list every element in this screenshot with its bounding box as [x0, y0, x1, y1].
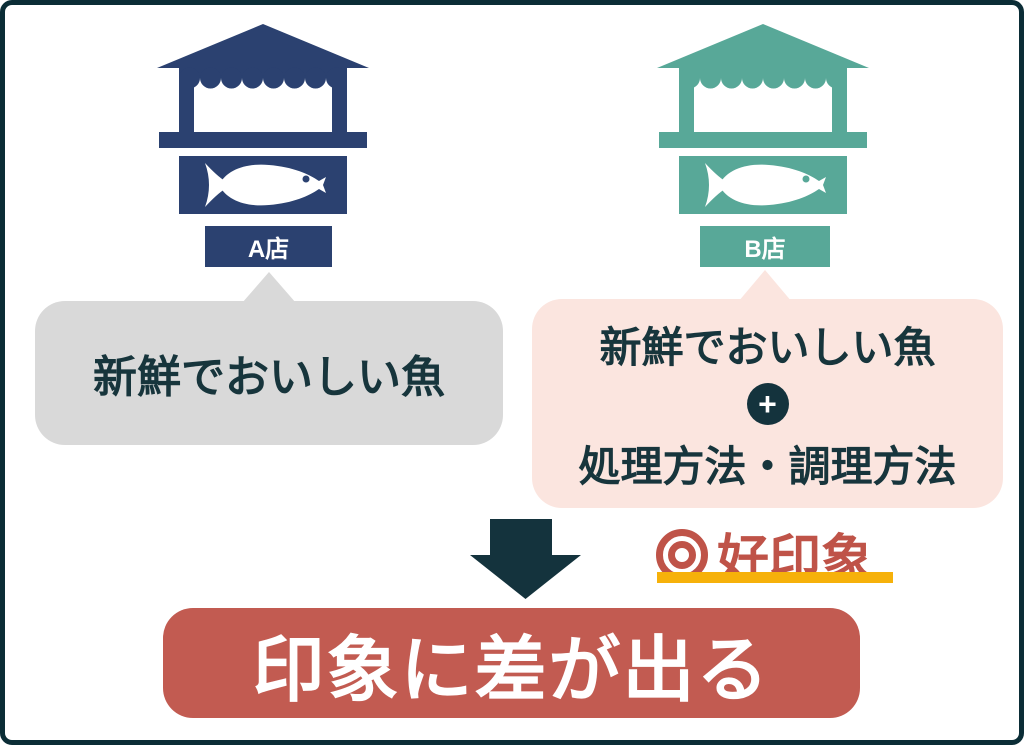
shop-b-claim-line2: 処理方法・調理方法: [578, 442, 957, 490]
shop-b-speech-bubble: 新鮮でおいしい魚 + 処理方法・調理方法: [532, 299, 1003, 508]
plus-sign: +: [758, 385, 777, 422]
shop-a-tag: A店: [205, 226, 332, 267]
plus-icon: +: [746, 382, 789, 425]
shop-b-bubble-tail: [738, 270, 792, 302]
shop-a-stall-icon: [157, 24, 369, 214]
shop-a-claim-text: 新鮮でおいしい魚: [93, 353, 445, 402]
shop-a-label: A店: [247, 236, 290, 263]
gold-underline: [657, 572, 893, 583]
shop-b-tag: B店: [700, 226, 830, 267]
shop-b-claim-line1: 新鮮でおいしい魚: [599, 323, 936, 371]
down-arrow-icon: [470, 519, 581, 599]
conclusion-banner: 印象に差が出る: [163, 608, 860, 718]
shop-b-stall-icon: [657, 24, 869, 214]
shop-a-bubble-tail: [242, 272, 296, 303]
shop-a-speech-bubble: 新鮮でおいしい魚: [35, 301, 503, 445]
shop-b-label: B店: [744, 236, 786, 263]
conclusion-text: 印象に差が出る: [252, 630, 771, 711]
